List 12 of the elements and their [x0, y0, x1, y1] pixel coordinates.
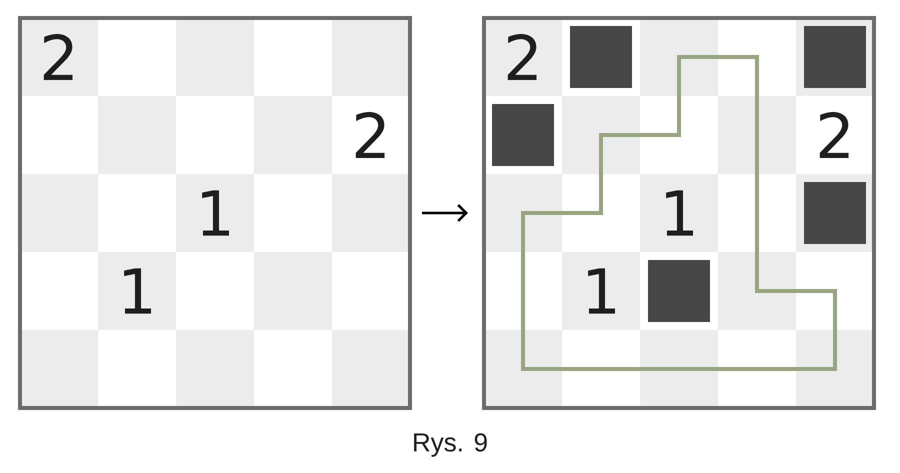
- clue-number: 2: [820, 112, 848, 158]
- clue-number: 1: [588, 268, 615, 314]
- grid-drawing: [18, 16, 412, 410]
- clue-number: 1: [666, 190, 693, 236]
- grid-drawing: [482, 16, 876, 410]
- clue-number: 2: [356, 112, 385, 158]
- clue-number: 1: [202, 190, 229, 236]
- clue-number: 2: [508, 34, 537, 80]
- clue-number: 1: [124, 268, 151, 314]
- arrow: [422, 204, 468, 222]
- caption: Rys. 9: [414, 433, 487, 457]
- clue-number: 2: [44, 34, 73, 80]
